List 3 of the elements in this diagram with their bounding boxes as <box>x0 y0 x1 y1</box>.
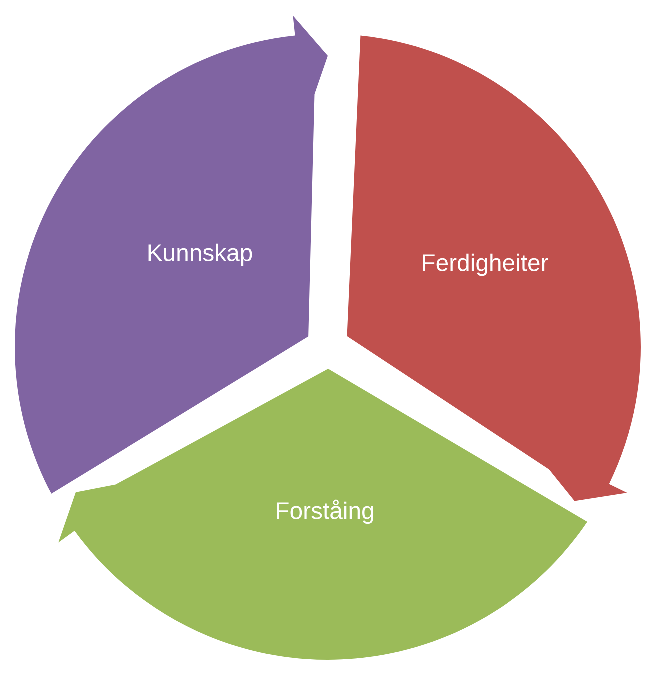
segment-label: Ferdigheiter <box>423 254 548 276</box>
segment-label: Kunnskap <box>148 244 252 266</box>
segment-label: Forståing <box>277 500 374 524</box>
